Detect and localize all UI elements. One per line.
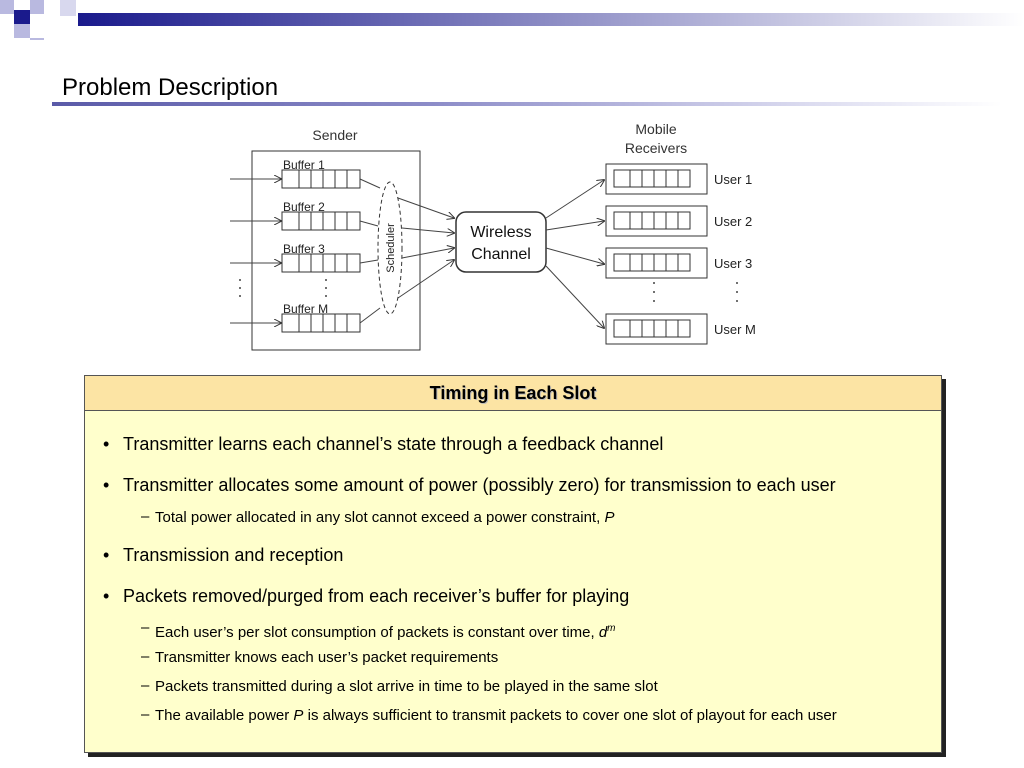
- sub-bullet-dash: –: [141, 619, 150, 636]
- sub-bullet-text: Total power allocated in any slot cannot…: [155, 508, 915, 527]
- system-diagram: Sender Buffer 1 Buffer 2 Buffer 3 Buffer…: [230, 121, 756, 351]
- user-label-2: User 2: [714, 214, 752, 229]
- receiver-buffer-m: [605, 313, 708, 345]
- buffer-label-3: Buffer 3: [283, 242, 325, 256]
- sub-bullet-dash: –: [141, 508, 150, 525]
- sub-bullet-text: Transmitter knows each user’s packet req…: [155, 649, 499, 666]
- timing-box: Timing in Each Slot • Transmitter learns…: [84, 375, 942, 753]
- buffer-label-m: Buffer M: [283, 302, 328, 316]
- sub-bullet-text-main: Total power allocated in any slot cannot…: [155, 509, 605, 526]
- wireless-channel-box: [455, 211, 547, 273]
- receiver-buffer-2: [605, 205, 708, 237]
- scheduler-arrows: [397, 197, 454, 299]
- scheduler-label: Scheduler: [385, 223, 397, 273]
- buffer-label-2: Buffer 2: [283, 200, 325, 214]
- bullet-text: Transmission and reception: [123, 545, 344, 565]
- queue-connectors: [359, 178, 381, 324]
- user-label-3: User 3: [714, 256, 752, 271]
- title-underline: [52, 102, 1002, 106]
- power-variable: P: [293, 707, 304, 724]
- receivers-label-line2: Receivers: [625, 140, 687, 156]
- ellipsis-dots: [239, 279, 738, 302]
- buffer-queue-1: [281, 169, 361, 189]
- sub-bullet-dash: –: [141, 706, 150, 723]
- sub-bullet-text: Packets transmitted during a slot arrive…: [155, 678, 658, 695]
- channel-label-line2: Channel: [471, 246, 531, 263]
- sub-bullet-text: The available power P is always sufficie…: [155, 706, 915, 725]
- buffer-queue-3: [281, 253, 361, 273]
- receivers-label-line1: Mobile: [635, 121, 676, 137]
- sub-bullet-text-post: is always sufficient to transmit packets…: [303, 707, 837, 724]
- receiver-buffer-3: [605, 247, 708, 279]
- receiver-buffer-1: [605, 163, 708, 195]
- sender-label: Sender: [312, 127, 357, 143]
- power-variable: P: [604, 509, 615, 526]
- sub-bullet-text-pre: The available power: [155, 707, 294, 724]
- buffer-queue-m: [281, 313, 361, 333]
- buffer-label-1: Buffer 1: [283, 158, 325, 172]
- sub-bullet-text-main: Each user’s per slot consumption of pack…: [155, 624, 599, 641]
- bullet-dot: •: [103, 475, 110, 495]
- consumption-variable: d: [598, 624, 608, 641]
- bullet-dot: •: [103, 545, 110, 565]
- bullet-dot: •: [103, 434, 110, 454]
- input-arrows: [230, 179, 281, 323]
- bullet-dot: •: [103, 586, 110, 606]
- scheduler-ellipse: [377, 181, 403, 315]
- timing-heading: Timing in Each Slot: [85, 376, 941, 411]
- channel-label-line1: Wireless: [470, 224, 531, 241]
- header-decoration: [0, 0, 1024, 40]
- user-label-m: User M: [714, 322, 756, 337]
- sub-bullet-dash: –: [141, 648, 150, 665]
- channel-arrows: [545, 180, 604, 328]
- user-label-1: User 1: [714, 172, 752, 187]
- bullet-text: Transmitter allocates some amount of pow…: [123, 475, 836, 495]
- slide-title: Problem Description: [62, 74, 279, 101]
- consumption-superscript: m: [607, 623, 616, 634]
- bullet-text: Packets removed/purged from each receive…: [123, 586, 630, 606]
- sub-bullet-dash: –: [141, 677, 150, 694]
- bullet-text: Transmitter learns each channel’s state …: [123, 434, 664, 454]
- buffer-queue-2: [281, 211, 361, 231]
- sub-bullet-text: Each user’s per slot consumption of pack…: [155, 619, 915, 642]
